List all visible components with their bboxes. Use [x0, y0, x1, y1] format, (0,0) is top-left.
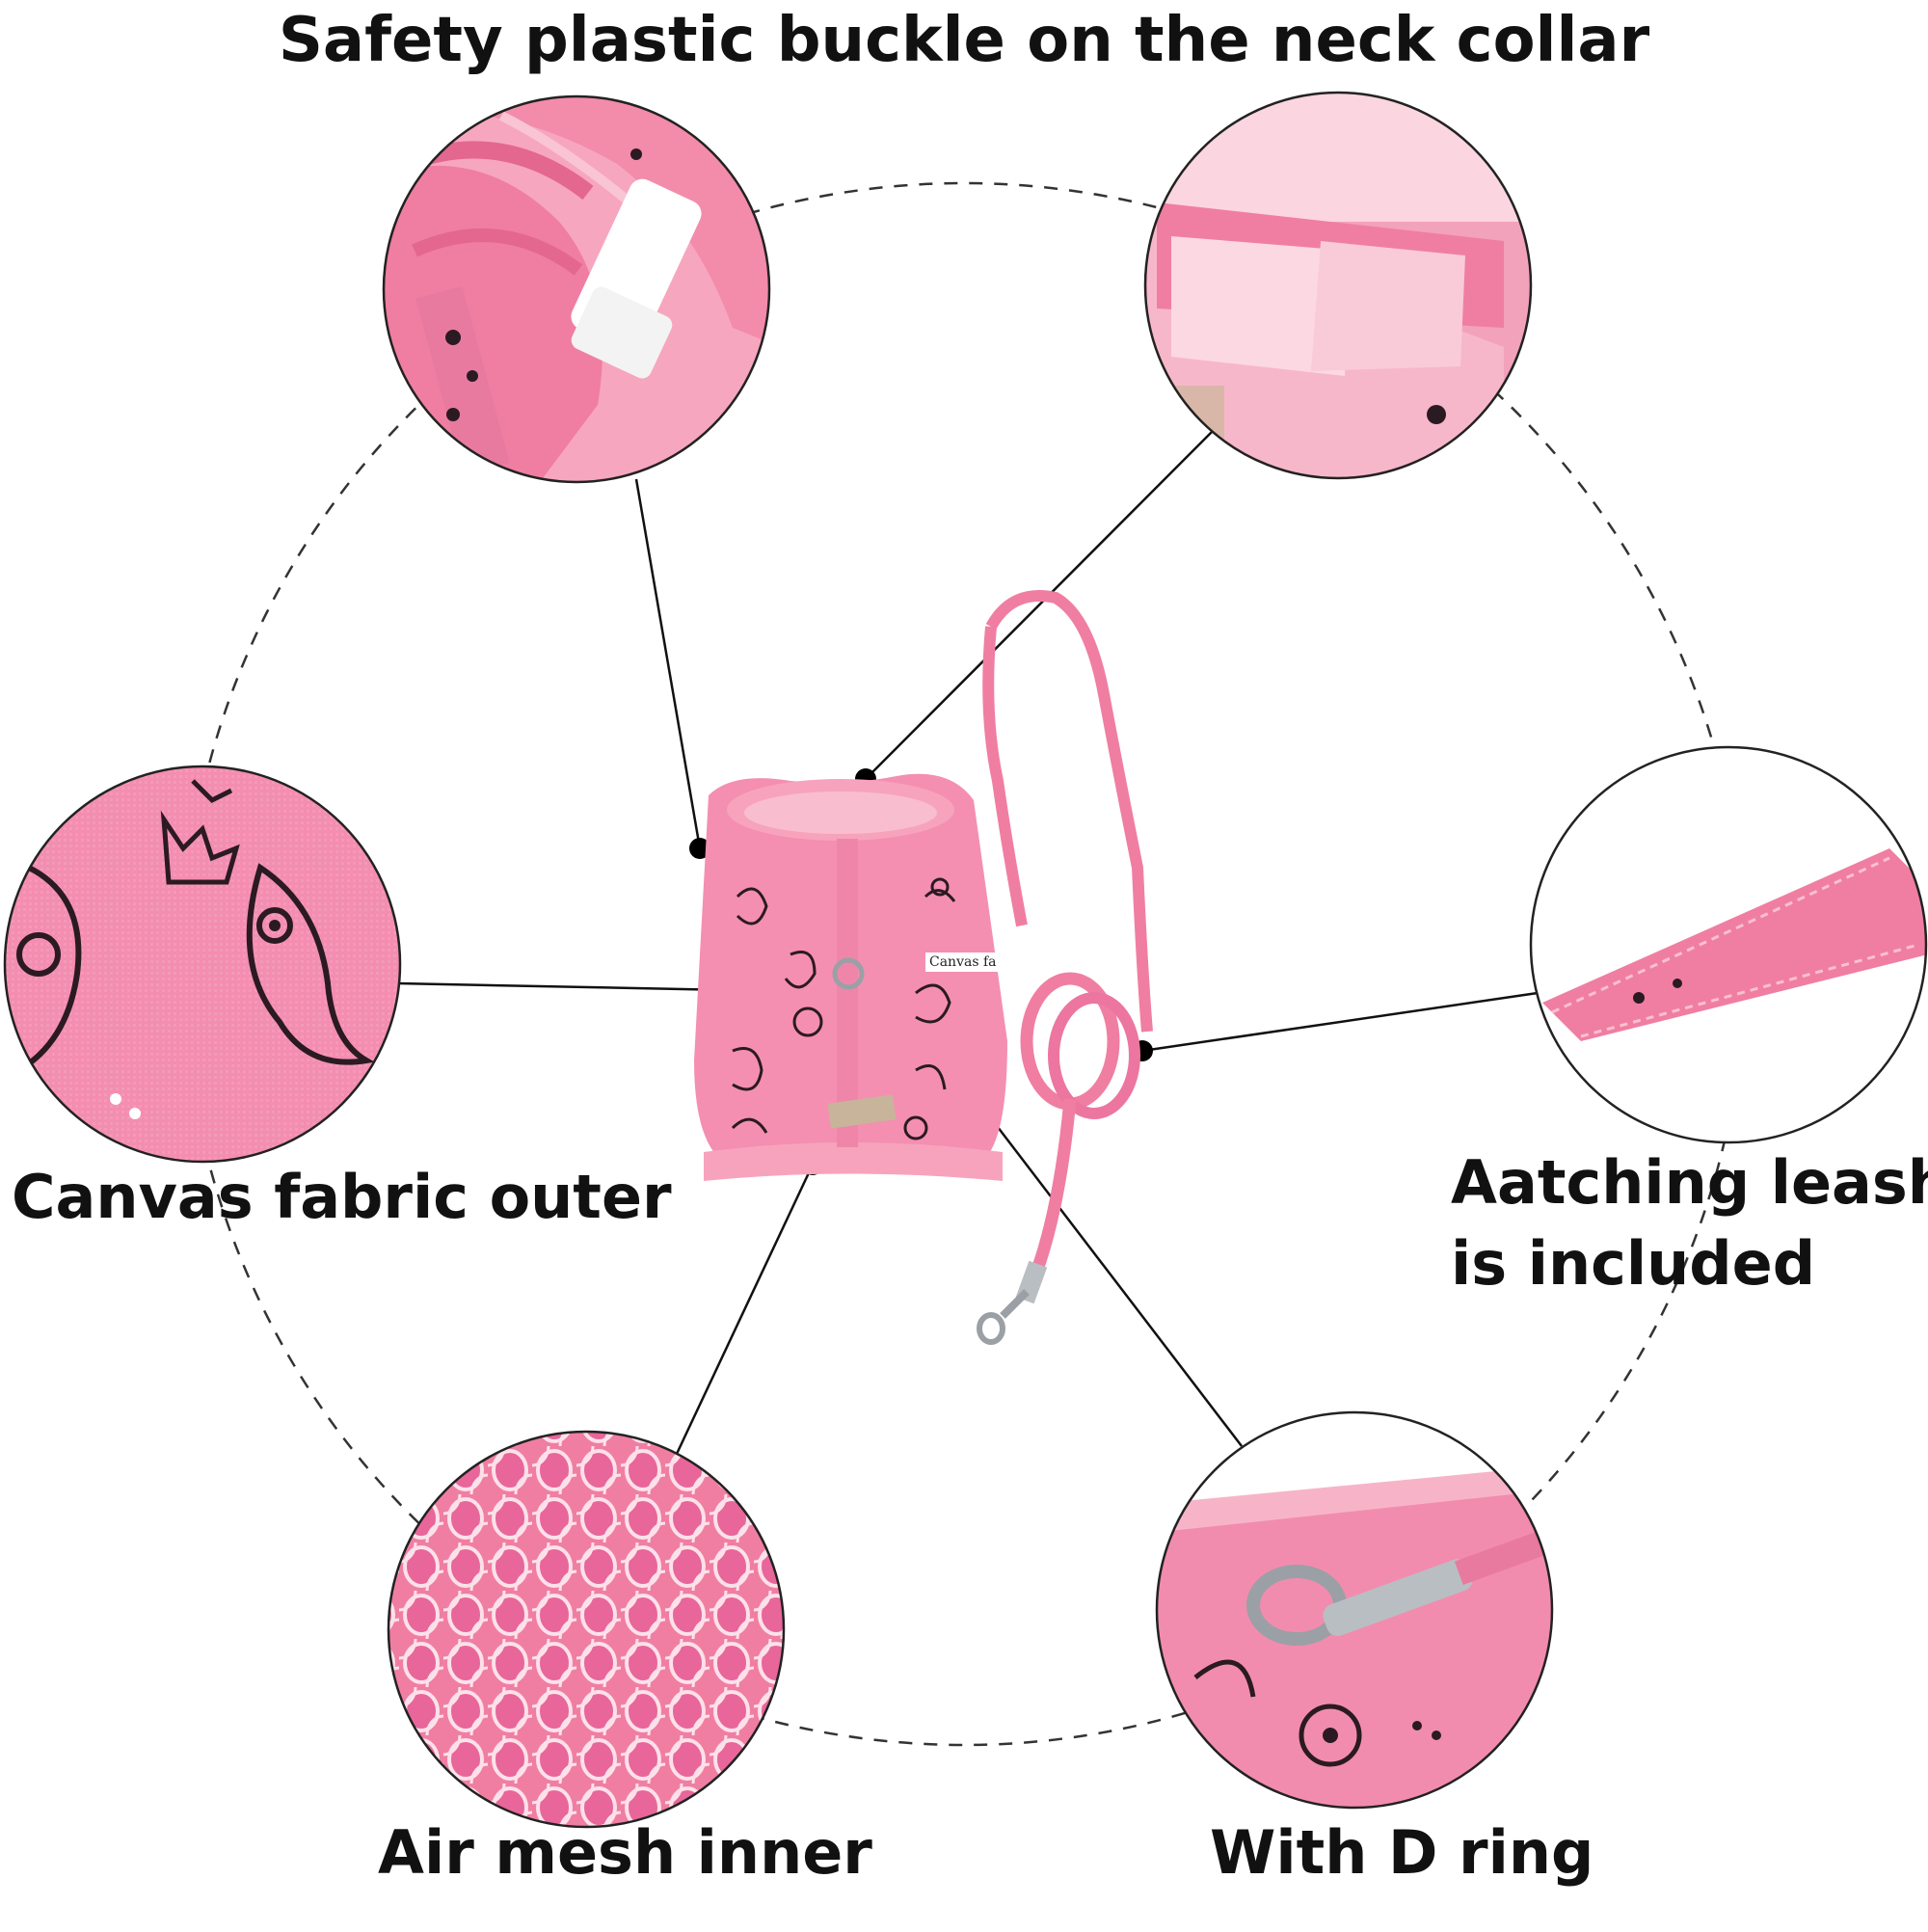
label-leash-line1: Aatching leash [1451, 1147, 1928, 1218]
label-matching-leash: Aatching leash is included [1451, 1142, 1928, 1304]
label-leash-line2: is included [1451, 1228, 1816, 1299]
air-mesh-zoom-circle [388, 1432, 784, 1827]
leash-stitch-zoom-circle [1531, 747, 1926, 1142]
canvas-fabric-zoom-circle [5, 766, 400, 1162]
headline-title: Safety plastic buckle on the neck collar [278, 5, 1650, 76]
product-tag: Canvas fa [925, 953, 1001, 972]
label-air-mesh: Air mesh inner [378, 1817, 872, 1888]
label-d-ring: With D ring [1210, 1817, 1594, 1888]
d-ring-zoom-circle [1157, 1412, 1552, 1808]
velcro-zoom-circle [1145, 93, 1531, 478]
buckle-zoom-circle [384, 96, 769, 482]
harness-vest [694, 773, 1007, 1181]
label-canvas-fabric: Canvas fabric outer [12, 1162, 672, 1232]
leash [977, 590, 1153, 1345]
